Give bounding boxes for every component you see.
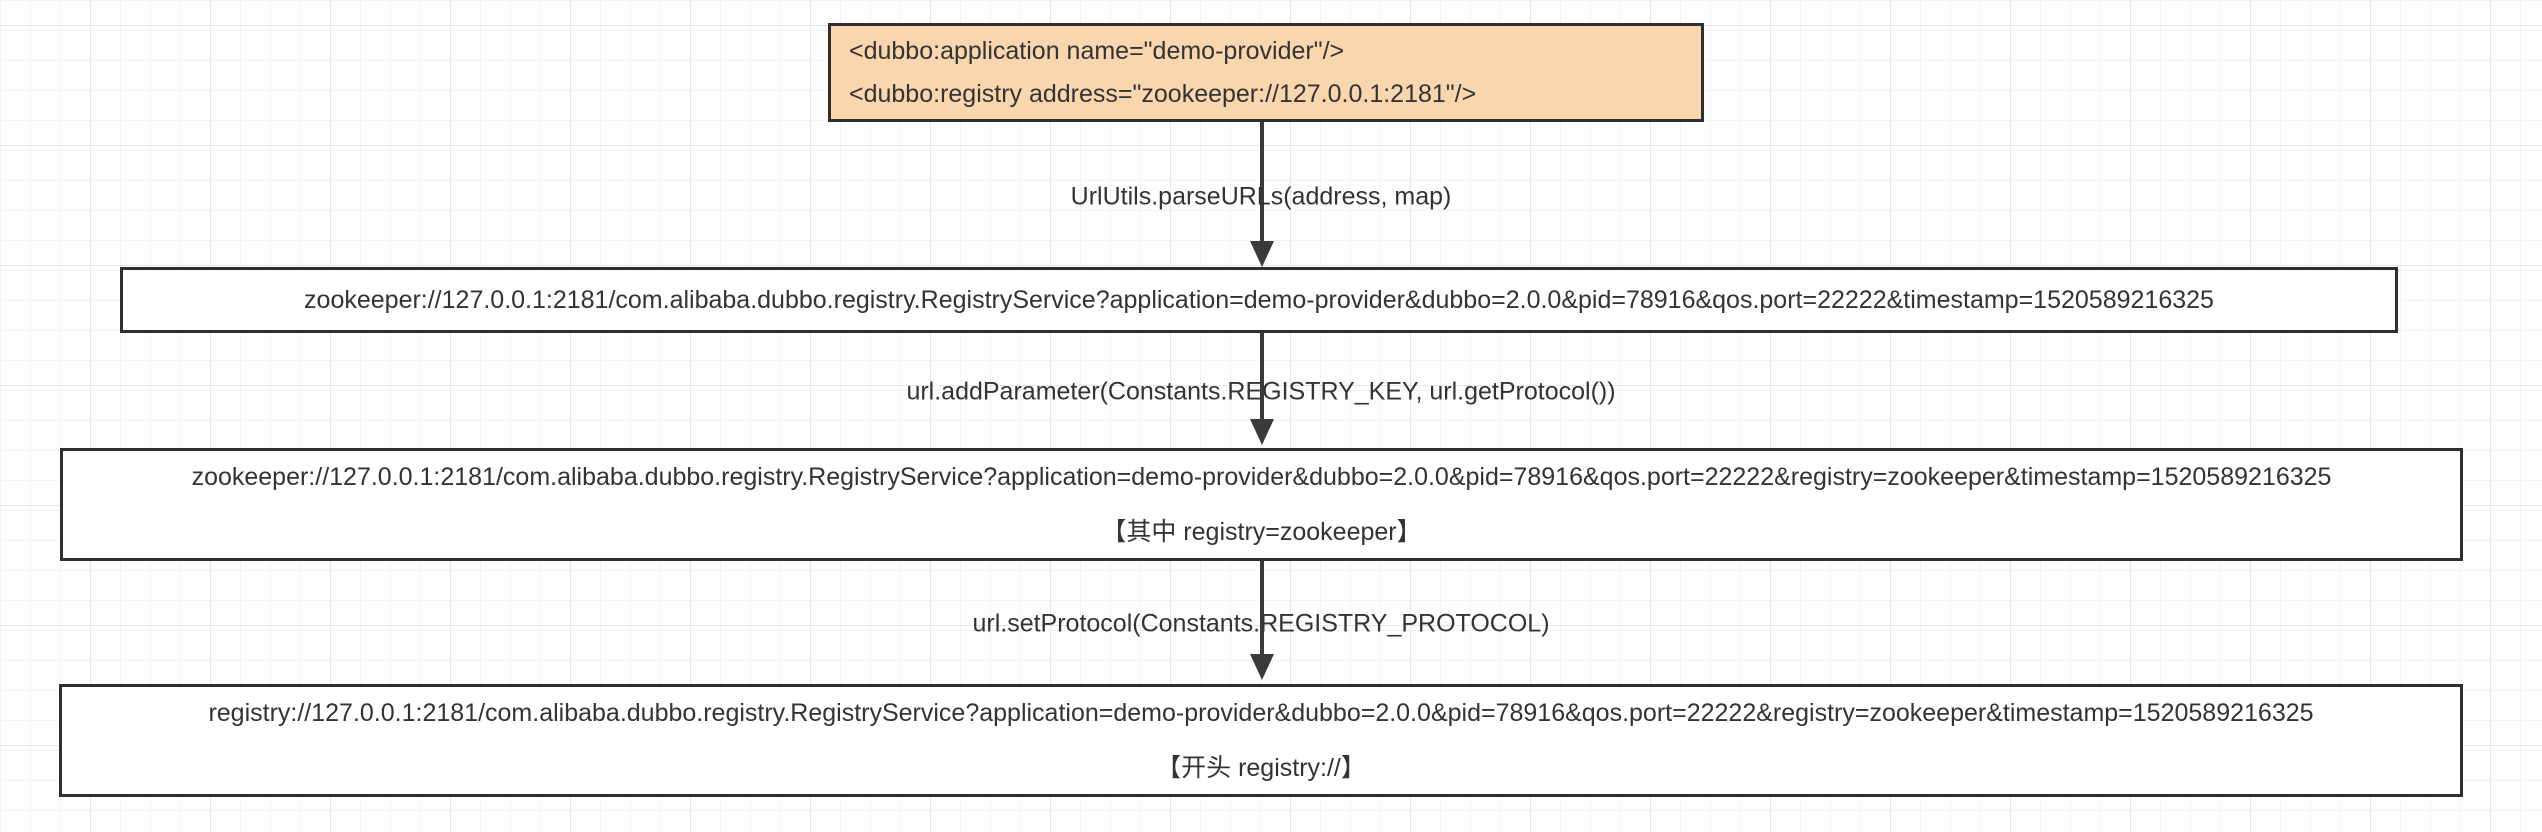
arrowhead-down-icon bbox=[1250, 419, 1274, 445]
registry-param-note: 【其中 registry=zookeeper】 bbox=[1101, 518, 1422, 546]
config-line-application: <dubbo:application name="demo-provider"/… bbox=[849, 37, 1345, 65]
flow-arrow-line-3 bbox=[1260, 561, 1264, 654]
registry-param-url-text: zookeeper://127.0.0.1:2181/com.alibaba.d… bbox=[191, 463, 2332, 491]
registry-protocol-note: 【开头 registry://】 bbox=[1156, 754, 1366, 782]
edge-label-parse-urls: UrlUtils.parseURLs(address, map) bbox=[1070, 182, 1452, 211]
parsed-url-text: zookeeper://127.0.0.1:2181/com.alibaba.d… bbox=[304, 286, 2214, 314]
flow-arrow-line-2 bbox=[1260, 333, 1264, 419]
node-registry-protocol-url: registry://127.0.0.1:2181/com.alibaba.du… bbox=[59, 684, 2463, 797]
arrowhead-down-icon bbox=[1250, 241, 1274, 267]
edge-label-set-protocol: url.setProtocol(Constants.REGISTRY_PROTO… bbox=[972, 609, 1550, 638]
arrowhead-down-icon bbox=[1250, 654, 1274, 680]
node-parsed-url: zookeeper://127.0.0.1:2181/com.alibaba.d… bbox=[120, 267, 2398, 333]
flow-arrow-line-1 bbox=[1260, 122, 1264, 241]
config-line-registry: <dubbo:registry address="zookeeper://127… bbox=[849, 80, 1477, 108]
node-dubbo-config: <dubbo:application name="demo-provider"/… bbox=[828, 23, 1704, 122]
registry-protocol-url-text: registry://127.0.0.1:2181/com.alibaba.du… bbox=[208, 699, 2314, 727]
edge-label-add-parameter: url.addParameter(Constants.REGISTRY_KEY,… bbox=[906, 377, 1616, 406]
node-url-with-registry-param: zookeeper://127.0.0.1:2181/com.alibaba.d… bbox=[60, 448, 2463, 561]
